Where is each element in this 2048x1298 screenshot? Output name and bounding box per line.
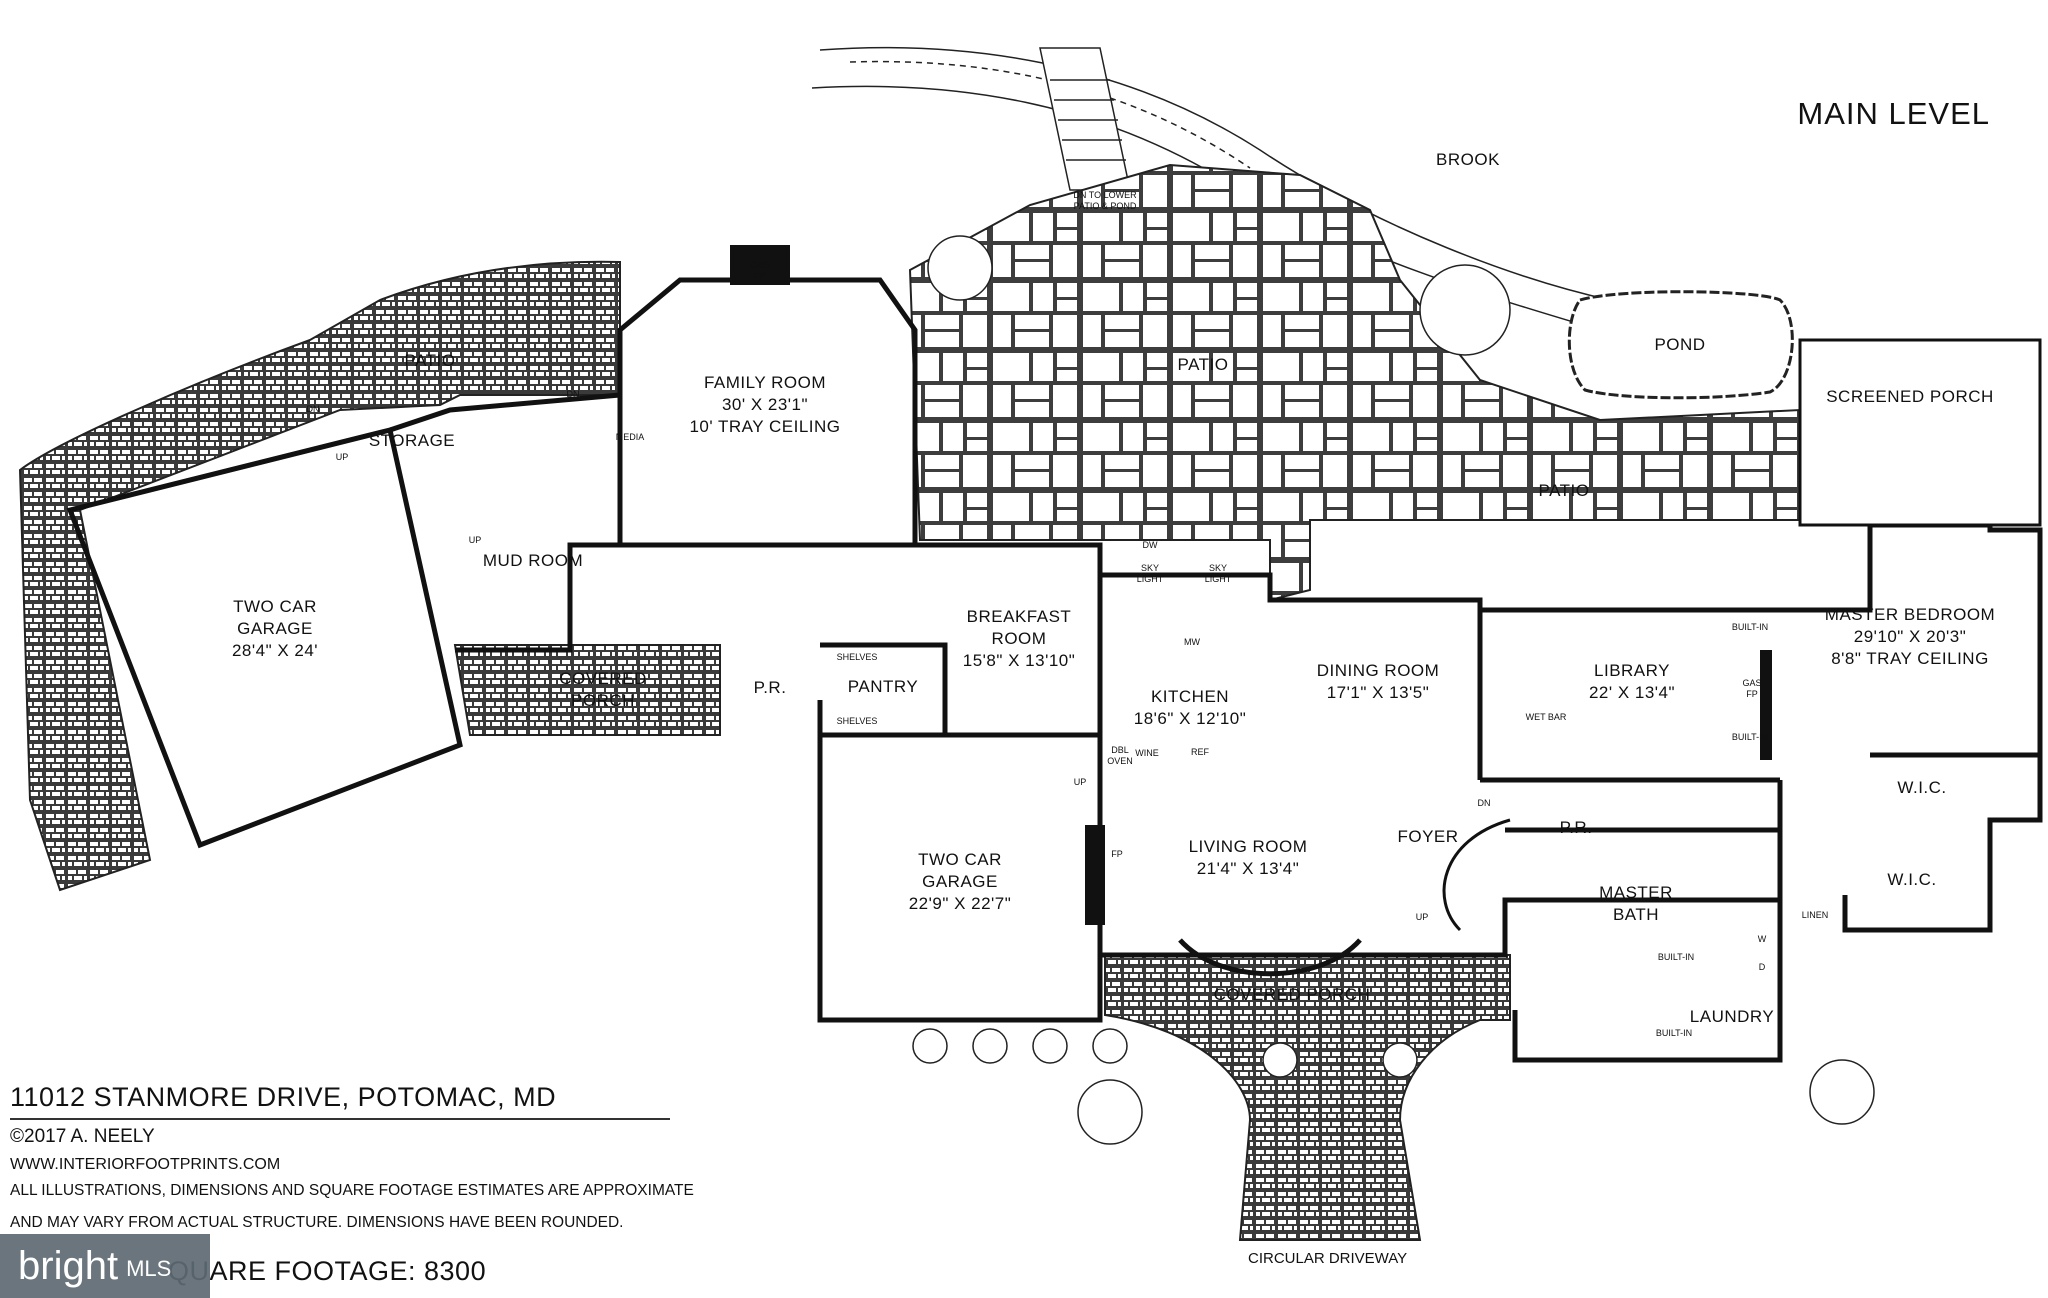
screened-porch-outline: [1798, 338, 2042, 527]
room-label-pr-right: P.R.: [1560, 818, 1593, 837]
room-label-covered-porch-front: COVERED PORCH: [1214, 985, 1371, 1004]
badge-suffix: MLS: [126, 1256, 172, 1281]
fixture-label-washer: W: [1758, 934, 1767, 944]
room-label-wic-1: W.I.C.: [1897, 778, 1946, 797]
fixture-label-media: MEDIA: [616, 432, 645, 442]
fixture-label-built-in-2: BUILT-IN: [1732, 732, 1768, 742]
room-label-pond: POND: [1654, 335, 1705, 354]
room-label-pantry: PANTRY: [848, 677, 918, 696]
fixture-label-built-in-1: BUILT-IN: [1732, 622, 1768, 632]
square-footage: QUARE FOOTAGE: 8300: [168, 1256, 487, 1286]
room-label-brook: BROOK: [1436, 150, 1500, 169]
room-label-foyer: FOYER: [1397, 827, 1458, 846]
fixture-label-linen: LINEN: [1802, 910, 1829, 920]
fixture-label-up-2: UP: [469, 535, 482, 545]
fixture-label-dn-2: DN: [567, 389, 580, 399]
room-label-wic-2: W.I.C.: [1887, 870, 1936, 889]
fixture-label-wine: WINE: [1135, 748, 1159, 758]
room-label-mud-room: MUD ROOM: [483, 551, 583, 570]
website: WWW.INTERIORFOOTPRINTS.COM: [10, 1156, 281, 1173]
patio-left-paving: [18, 260, 621, 892]
covered-porch-left-paving: [453, 644, 721, 736]
room-label-screened-porch: SCREENED PORCH: [1826, 387, 1994, 406]
copyright: ©2017 A. NEELY: [10, 1126, 155, 1147]
fixture-label-shelves-bottom: SHELVES: [837, 716, 878, 726]
disclaimer-line-2: AND MAY VARY FROM ACTUAL STRUCTURE. DIME…: [10, 1214, 624, 1231]
fixture-label-shelves-top: SHELVES: [837, 652, 878, 662]
bright-mls-watermark: bright MLS: [0, 1234, 210, 1298]
room-label-patio-center: PATIO: [1178, 355, 1229, 374]
fixture-label-dryer: D: [1759, 962, 1766, 972]
fixture-label-mw: MW: [1184, 637, 1200, 647]
disclaimer-line-1: ALL ILLUSTRATIONS, DIMENSIONS AND SQUARE…: [10, 1182, 694, 1199]
room-label-pr-left: P.R.: [754, 678, 787, 697]
divider-rule: [10, 1118, 670, 1120]
property-address: 11012 STANMORE DRIVE, POTOMAC, MD: [10, 1082, 557, 1112]
fixture-label-built-in-4: BUILT-IN: [1656, 1028, 1692, 1038]
fixture-label-ref: REF: [1191, 747, 1210, 757]
curved-stair: [1442, 818, 1511, 932]
fixture-label-fp-living: FP: [1111, 849, 1123, 859]
trees: [912, 235, 1875, 1145]
front-bay: [1178, 938, 1362, 977]
front-paving: [1104, 954, 1511, 1241]
room-label-patio-right: PATIO: [1539, 481, 1590, 500]
fixture-label-up-4: UP: [1416, 912, 1429, 922]
room-label-laundry: LAUNDRY: [1690, 1007, 1774, 1026]
driveway-label: CIRCULAR DRIVEWAY: [1248, 1250, 1408, 1267]
fixture-label-dn-1: DN: [307, 404, 320, 414]
fireplaces: [730, 245, 1772, 925]
walls: [66, 277, 2043, 1063]
fixture-label-up-3: UP: [1074, 777, 1087, 787]
fixture-label-dn-3: DN: [1478, 798, 1491, 808]
pond-shape: [1567, 290, 1794, 400]
room-label-patio-left: PATIO: [405, 351, 456, 370]
fixture-label-built-in-3: BUILT-IN: [1658, 952, 1694, 962]
badge-brand: bright: [18, 1243, 119, 1288]
exterior-steps: [1039, 47, 1131, 191]
plan-title: MAIN LEVEL: [1797, 96, 1990, 131]
fixture-label-wet-bar: WET BAR: [1526, 712, 1567, 722]
patio-center-paving: [908, 163, 1801, 602]
room-label-storage: STORAGE: [369, 431, 455, 450]
fixture-label-dw: DW: [1143, 540, 1158, 550]
fixture-label-up-1: UP: [336, 452, 349, 462]
